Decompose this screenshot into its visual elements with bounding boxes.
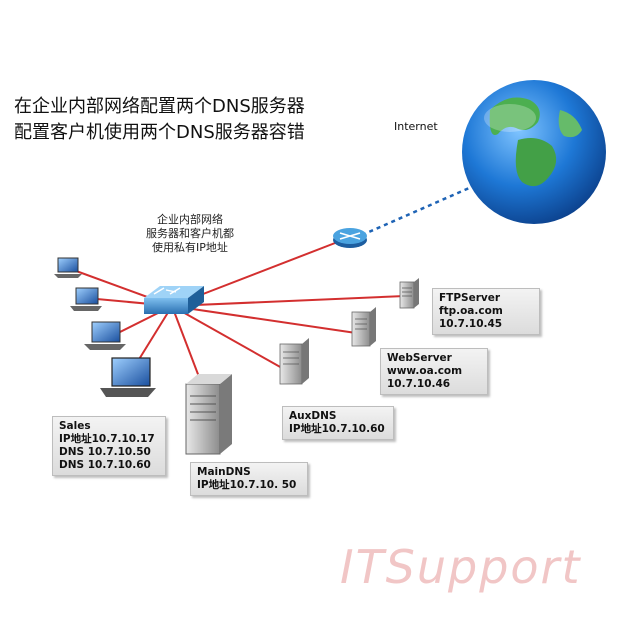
ftp-server-ip: 10.7.10.45 xyxy=(439,318,533,331)
network-note-line: 使用私有IP地址 xyxy=(120,241,260,255)
globe-icon xyxy=(462,80,606,224)
ftp-server-icon xyxy=(400,278,419,308)
title-line-2: 配置客户机使用两个DNS服务器容错 xyxy=(14,118,305,144)
laptop-sales-icon xyxy=(100,358,156,397)
title-line-1: 在企业内部网络配置两个DNS服务器 xyxy=(14,92,305,118)
auxdns-box: AuxDNS IP地址10.7.10.60 xyxy=(282,406,394,440)
web-server-box: WebServer www.oa.com 10.7.10.46 xyxy=(380,348,488,395)
watermark: ITSupport xyxy=(340,540,582,594)
maindns-name: MainDNS xyxy=(197,466,301,479)
maindns-box: MainDNS IP地址10.7.10. 50 xyxy=(190,462,308,496)
link-web xyxy=(172,306,356,333)
link-auxdns xyxy=(172,306,282,368)
sales-ip: IP地址10.7.10.17 xyxy=(59,433,159,446)
sales-name: Sales xyxy=(59,420,159,433)
sales-box: Sales IP地址10.7.10.17 DNS 10.7.10.50 DNS … xyxy=(52,416,166,476)
network-note-line: 服务器和客户机都 xyxy=(120,227,260,241)
auxdns-ip: IP地址10.7.10.60 xyxy=(289,423,387,436)
auxdns-server-icon xyxy=(280,338,309,384)
web-server-name: WebServer xyxy=(387,352,481,365)
link-ftp xyxy=(172,296,405,306)
laptop-icon xyxy=(70,288,102,311)
web-server-icon xyxy=(352,307,376,346)
router-icon xyxy=(333,228,367,248)
sales-dns-secondary: DNS 10.7.10.60 xyxy=(59,459,159,472)
laptop-icon xyxy=(84,322,126,350)
sales-dns-primary: DNS 10.7.10.50 xyxy=(59,446,159,459)
network-note: 企业内部网络 服务器和客户机都 使用私有IP地址 xyxy=(120,213,260,255)
web-server-domain: www.oa.com xyxy=(387,365,481,378)
maindns-server-icon xyxy=(186,374,232,454)
maindns-ip: IP地址10.7.10. 50 xyxy=(197,479,301,492)
laptop-icon xyxy=(54,258,82,278)
auxdns-name: AuxDNS xyxy=(289,410,387,423)
ftp-server-name: FTPServer xyxy=(439,292,533,305)
network-note-line: 企业内部网络 xyxy=(120,213,260,227)
ftp-server-domain: ftp.oa.com xyxy=(439,305,533,318)
ftp-server-box: FTPServer ftp.oa.com 10.7.10.45 xyxy=(432,288,540,335)
web-server-ip: 10.7.10.46 xyxy=(387,378,481,391)
internet-label: Internet xyxy=(394,120,438,133)
